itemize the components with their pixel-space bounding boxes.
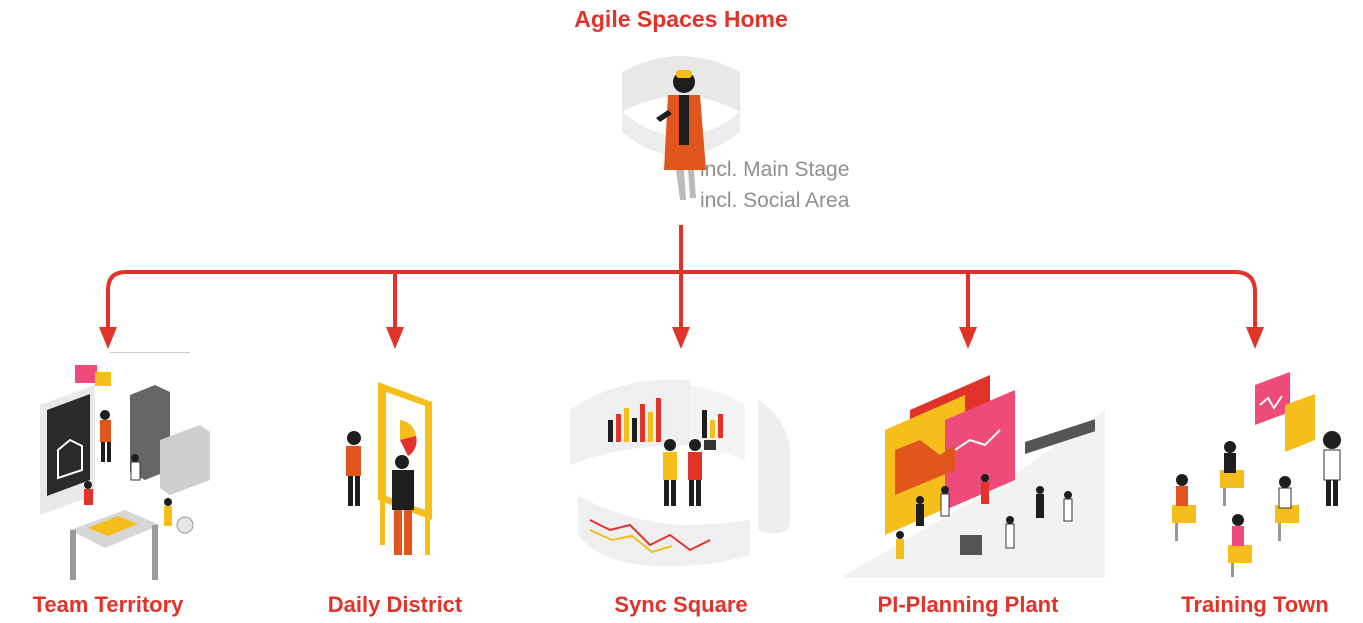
daily-district-illustration [346, 382, 432, 555]
team-territory-illustration [40, 352, 210, 580]
child-label-sync-square: Sync Square [614, 592, 748, 617]
note-social-area: incl. Social Area [700, 189, 850, 212]
home-notes: incl. Main Stage incl. Social Area [700, 154, 849, 216]
child-label-pi-planning-plant: PI-Planning Plant [877, 592, 1059, 617]
training-town-illustration [1172, 372, 1341, 577]
home-illustration [622, 56, 740, 200]
home-title: Agile Spaces Home [574, 6, 788, 32]
pi-planning-plant-illustration [840, 375, 1105, 578]
note-main-stage: incl. Main Stage [700, 158, 850, 181]
child-label-team-territory: Team Territory [32, 592, 184, 617]
child-label-daily-district: Daily District [327, 592, 463, 617]
child-label-training-town: Training Town [1181, 592, 1329, 617]
connector-lines [99, 225, 1264, 349]
sync-square-illustration [570, 379, 790, 567]
